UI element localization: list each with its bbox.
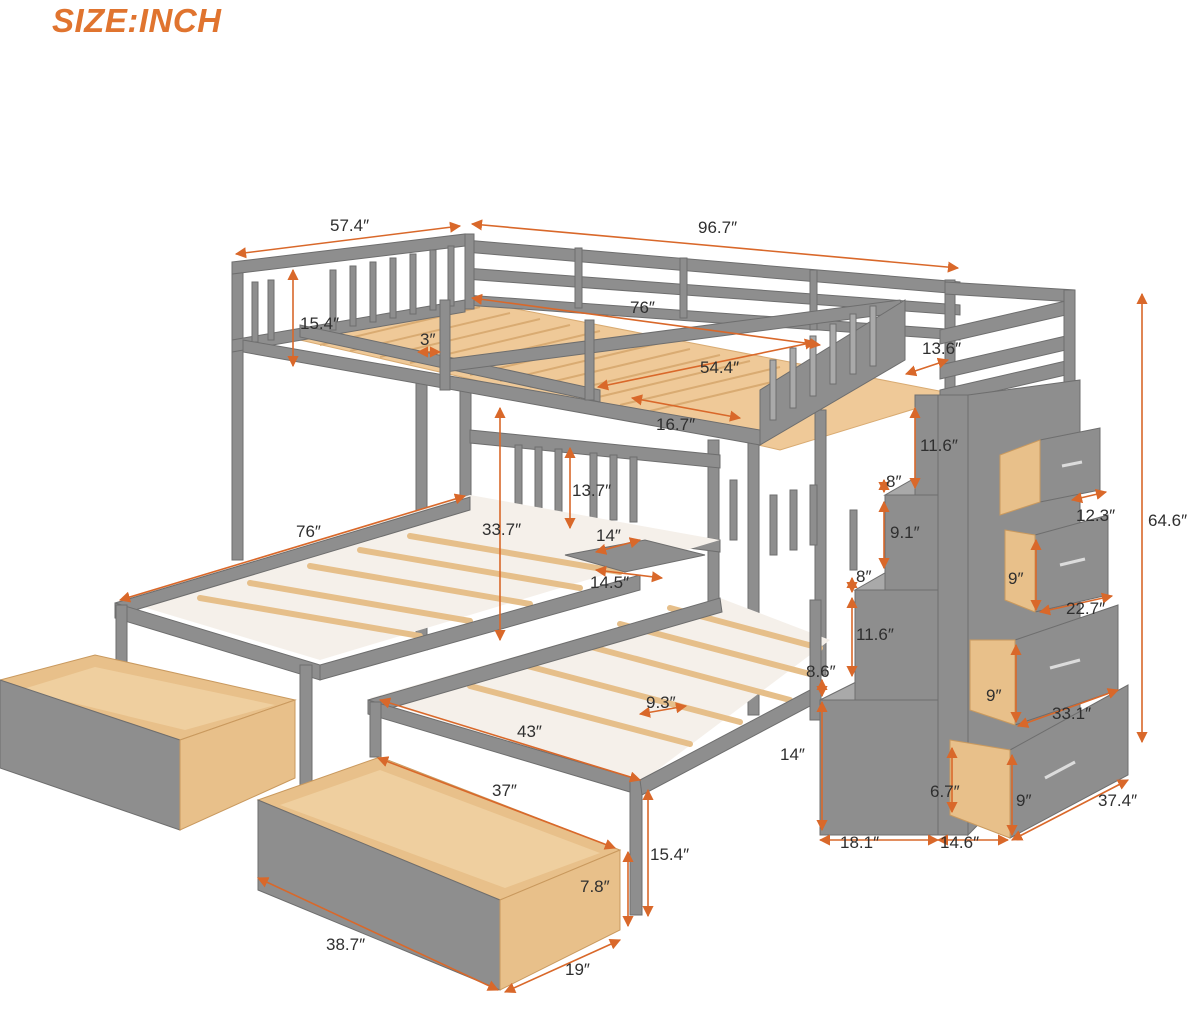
label-entry-width: 16.7″ [656, 415, 695, 434]
label-base-step-height: 14″ [780, 745, 805, 764]
label-underside-clearance: 33.7″ [482, 520, 521, 539]
right-end-guardrail [939, 281, 1076, 405]
stair-drawer-2 [1004, 514, 1109, 613]
dimension-labels: 57.4″ 96.7″ 15.4″ 3″ 76″ 54.4″ 16.7″ 13.… [296, 216, 1187, 979]
dim-line-opening-length [596, 338, 817, 391]
label-stair-depth: 37.4″ [1098, 791, 1137, 810]
dim-line-trundle-depth [503, 939, 622, 993]
trundle-drawer-right [256, 756, 622, 991]
trundle-drawer-left [0, 654, 297, 831]
label-drawer-height-1: 9″ [1008, 569, 1023, 588]
label-slat-gap: 3″ [420, 330, 435, 349]
label-drawer-width: 22.7″ [1066, 599, 1105, 618]
label-shelf-depth: 14″ [596, 526, 621, 545]
label-top-length: 96.7″ [698, 218, 737, 237]
dim-line-trundle-length [256, 877, 500, 991]
dim-line-shelf-depth [594, 537, 642, 555]
dim-line-stair-depth [1011, 779, 1129, 841]
label-drawer-small-depth: 12.3″ [1076, 506, 1115, 525]
label-step-top-riser: 8″ [886, 472, 901, 491]
label-stair-step-width: 14.6″ [940, 833, 979, 852]
label-shelf-width: 14.5″ [590, 573, 629, 592]
label-step-second-riser: 8″ [856, 567, 871, 586]
dim-line-drawer-width [1038, 592, 1114, 616]
label-twin-width: 43″ [517, 722, 542, 741]
dim-line-shelf-width [594, 565, 664, 583]
label-guardrail-height: 15.4″ [300, 314, 339, 333]
dim-line-drawer-depth [1016, 688, 1120, 728]
stair-drawer-1 [999, 427, 1101, 516]
right-twin-slats-area [370, 598, 830, 783]
label-top-width: 57.4″ [330, 216, 369, 235]
label-lower-bed-length: 76″ [296, 522, 321, 541]
label-drawer-depth: 33.1″ [1052, 704, 1091, 723]
dim-line-top-length [470, 219, 960, 273]
label-trundle-depth: 19″ [565, 960, 590, 979]
label-stair-width: 18.1″ [840, 833, 879, 852]
dim-line-drawer-inner-length [376, 756, 617, 850]
label-bed-height: 15.4″ [650, 845, 689, 864]
dim-line-drawer-small-depth [1070, 488, 1108, 504]
label-trundle-length: 38.7″ [326, 935, 365, 954]
label-slat-spacing: 9.3″ [646, 693, 676, 712]
label-drawer-height-2: 9″ [986, 686, 1001, 705]
label-drawer-height-3: 9″ [1016, 791, 1031, 810]
dim-line-slat-spacing [638, 702, 688, 718]
label-step-lower-riser: 8.6″ [806, 662, 836, 681]
label-drawer-inner-length: 37″ [492, 781, 517, 800]
label-total-height: 64.6″ [1148, 511, 1187, 530]
label-toe-kick: 6.7″ [930, 782, 960, 801]
label-opening-length: 54.4″ [700, 358, 739, 377]
label-upper-step-height: 11.6″ [920, 436, 958, 455]
label-step-mid-height: 11.6″ [856, 625, 894, 644]
label-headboard-height: 13.7″ [572, 481, 611, 500]
label-top-inner-length: 76″ [630, 298, 655, 317]
label-rail-gap: 13.6″ [922, 339, 961, 358]
size-unit-heading: SIZE:INCH [52, 2, 222, 39]
dim-line-lower-bed-length [118, 493, 467, 603]
dim-line-top-width [234, 221, 462, 259]
label-step-riser-upper: 9.1″ [890, 523, 920, 542]
dimension-lines [118, 219, 1148, 993]
dim-line-entry-width [630, 394, 742, 422]
dim-line-top-inner-length [470, 293, 822, 350]
dim-line-rail-gap [904, 357, 950, 377]
label-trundle-height: 7.8″ [580, 877, 610, 896]
